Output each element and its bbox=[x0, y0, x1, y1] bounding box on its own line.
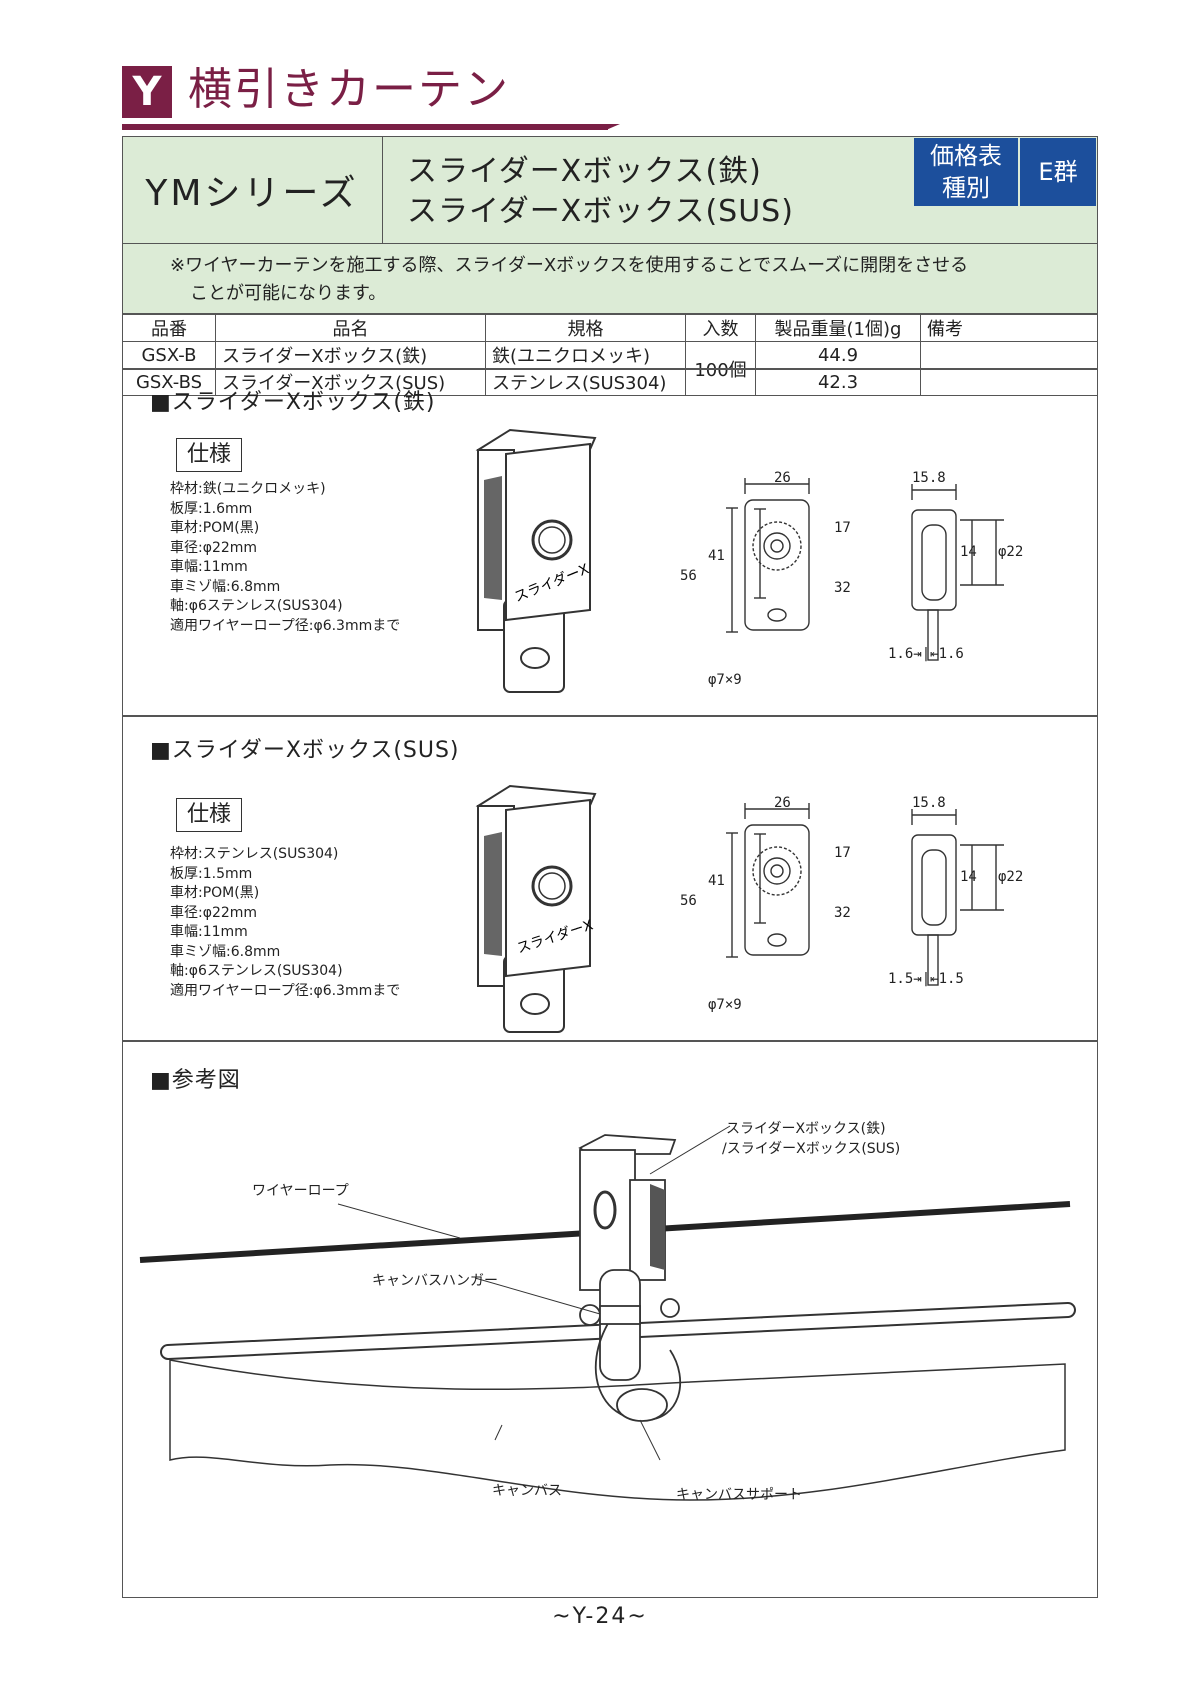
note-line-1: ※ワイヤーカーテンを施工する際、スライダーXボックスを使用することでスムーズに開… bbox=[170, 255, 969, 276]
dim-side-width: 15.8 bbox=[912, 795, 946, 811]
dim-width: 26 bbox=[774, 470, 791, 486]
product-name-1: スライダーXボックス(鉄) bbox=[407, 154, 762, 189]
spec-item: 適用ワイヤーロープ径:φ6.3mmまで bbox=[170, 617, 401, 634]
spec-item: 適用ワイヤーロープ径:φ6.3mmまで bbox=[170, 982, 401, 999]
dim-wheel-width: 14 bbox=[960, 544, 977, 560]
dim-top: 17 bbox=[834, 520, 851, 536]
category-badge: Y bbox=[122, 66, 172, 118]
cell-code: GSX-BS bbox=[122, 368, 216, 396]
section-divider bbox=[122, 1040, 1098, 1042]
title-underline bbox=[122, 124, 608, 130]
side-dimension-drawing-iron bbox=[911, 484, 1004, 661]
spec-item: 枠材:ステンレス(SUS304) bbox=[170, 846, 339, 862]
section-title-reference: ■参考図 bbox=[150, 1068, 241, 1093]
cell-code: GSX-B bbox=[122, 341, 216, 369]
dim-top: 17 bbox=[834, 845, 851, 861]
spec-item: 軸:φ6ステンレス(SUS304) bbox=[170, 963, 343, 979]
label-slider-box-sus: /スライダーXボックス(SUS) bbox=[722, 1141, 901, 1157]
spec-list: 枠材:ステンレス(SUS304) 板厚:1.5mm 車材:POM(黒) 車径:φ… bbox=[170, 845, 400, 1001]
header-remarks: 備考 bbox=[920, 314, 1098, 342]
spec-item: 板厚:1.6mm bbox=[170, 500, 253, 517]
dim-bottom: 32 bbox=[834, 905, 851, 921]
spec-list: 枠材:鉄(ユニクロメッキ) 板厚:1.6mm 車材:POM(黒) 車径:φ22m… bbox=[170, 480, 400, 636]
dim-wheel-diameter: φ22 bbox=[998, 544, 1024, 560]
section-divider bbox=[122, 368, 1098, 370]
slider-box-sus-illustration: スライダーX bbox=[475, 784, 597, 1033]
note-line-2: ことが可能になります。 bbox=[190, 283, 387, 304]
title-underline-tail bbox=[606, 124, 620, 130]
label-slider-box-iron: スライダーXボックス(鉄) bbox=[726, 1121, 886, 1137]
price-label-line1: 価格表 bbox=[930, 142, 1002, 170]
front-dimension-drawing-sus bbox=[726, 803, 810, 958]
price-category-label: 価格表 種別 bbox=[914, 138, 1018, 206]
section-divider bbox=[122, 715, 1098, 717]
spec-item: 板厚:1.5mm bbox=[170, 865, 253, 882]
product-note: ※ワイヤーカーテンを施工する際、スライダーXボックスを使用することでスムーズに開… bbox=[122, 244, 1098, 314]
dim-plate: 1.5⇥|⇤1.5 bbox=[888, 971, 964, 987]
dim-bottom: 32 bbox=[834, 580, 851, 596]
dim-height-inner: 41 bbox=[708, 873, 725, 889]
dim-plate: 1.6⇥|⇤1.6 bbox=[888, 646, 964, 662]
dim-hole: φ7×9 bbox=[708, 672, 742, 688]
section-title-iron: ■スライダーXボックス(鉄) bbox=[150, 390, 436, 415]
spec-item: 車材:POM(黒) bbox=[170, 520, 260, 536]
cell-name: スライダーXボックス(SUS) bbox=[215, 368, 486, 396]
spec-item: 車幅:11mm bbox=[170, 924, 248, 940]
dim-wheel-width: 14 bbox=[960, 869, 977, 885]
side-dimension-drawing-sus bbox=[911, 809, 1004, 986]
product-table: 品番 品名 規格 入数 製品重量(1個)g 備考 GSX-B スライダーXボック… bbox=[122, 314, 1098, 396]
spec-item: 車径:φ22mm bbox=[170, 904, 258, 921]
page-number: ~Y-24~ bbox=[552, 1604, 648, 1629]
spec-item: 車径:φ22mm bbox=[170, 539, 258, 556]
cell-weight: 42.3 bbox=[755, 368, 921, 396]
spec-item: 車ミゾ幅:6.8mm bbox=[170, 578, 281, 595]
spec-tag: 仕様 bbox=[176, 798, 242, 832]
spec-item: 枠材:鉄(ユニクロメッキ) bbox=[170, 481, 326, 497]
dim-height: 56 bbox=[680, 893, 697, 909]
content-frame bbox=[122, 136, 1098, 1598]
dim-side-width: 15.8 bbox=[912, 470, 946, 486]
spec-tag: 仕様 bbox=[176, 438, 242, 472]
label-wire-rope: ワイヤーロープ bbox=[252, 1183, 349, 1199]
dim-height: 56 bbox=[680, 568, 697, 584]
price-group: E群 bbox=[1020, 138, 1096, 206]
cell-weight: 44.9 bbox=[755, 341, 921, 369]
dim-width: 26 bbox=[774, 795, 791, 811]
slider-box-iron-illustration: スライダーX bbox=[475, 428, 597, 693]
price-label-line2: 種別 bbox=[942, 174, 990, 202]
label-canvas-support: キャンバスサポート bbox=[676, 1487, 802, 1503]
spec-item: 軸:φ6ステンレス(SUS304) bbox=[170, 598, 343, 614]
header-code: 品番 bbox=[122, 314, 216, 342]
dim-wheel-diameter: φ22 bbox=[998, 869, 1024, 885]
product-names: スライダーXボックス(鉄) スライダーXボックス(SUS) bbox=[383, 136, 912, 244]
header-weight: 製品重量(1個)g bbox=[755, 314, 921, 342]
dim-hole: φ7×9 bbox=[708, 997, 742, 1013]
product-name-2: スライダーXボックス(SUS) bbox=[407, 194, 794, 229]
dim-height-inner: 41 bbox=[708, 548, 725, 564]
table-header-row: 品番 品名 規格 入数 製品重量(1個)g 備考 bbox=[122, 314, 1098, 342]
series-name: YMシリーズ bbox=[122, 136, 383, 244]
reference-drawing bbox=[139, 1125, 1076, 1501]
page-title: 横引きカーテン bbox=[188, 64, 510, 115]
section-title-sus: ■スライダーXボックス(SUS) bbox=[150, 738, 460, 763]
spec-item: 車ミゾ幅:6.8mm bbox=[170, 943, 281, 960]
cell-spec: 鉄(ユニクロメッキ) bbox=[485, 341, 686, 369]
label-canvas: キャンバス bbox=[492, 1483, 562, 1499]
spec-item: 車幅:11mm bbox=[170, 559, 248, 575]
front-dimension-drawing-iron bbox=[726, 478, 810, 633]
label-canvas-hanger: キャンバスハンガー bbox=[372, 1273, 498, 1289]
spec-item: 車材:POM(黒) bbox=[170, 885, 260, 901]
